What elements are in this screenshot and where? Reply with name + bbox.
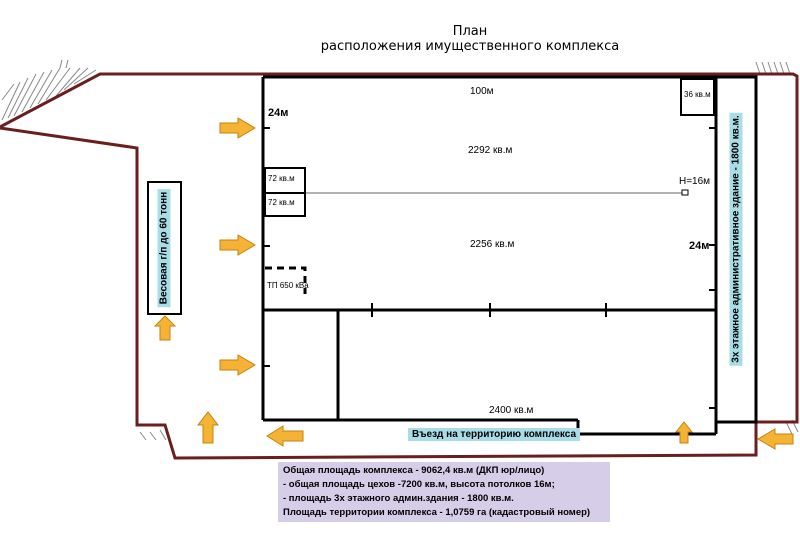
arrow-right-icon [219, 117, 256, 139]
neighbour-hatching [1, 59, 97, 121]
admin-building-label: 3х этажное административное здание - 180… [729, 112, 743, 366]
column-ticks [263, 127, 716, 409]
top-length-label: 100м [470, 86, 494, 97]
lower-hall-area: 2400 кв.м [489, 405, 534, 416]
summary-admin: - площадь 3х этажного админ.здания - 180… [283, 493, 514, 504]
corner-room-area: 36 кв.м [684, 90, 711, 99]
admin-building-outline [714, 75, 758, 424]
right-width-label: 24м [689, 240, 710, 252]
arrow-right-icon [219, 234, 256, 256]
arrow-right-icon [219, 354, 256, 376]
arrow-up-icon [196, 411, 220, 444]
summary-box: Общая площадь комплекса - 9062,4 кв.м (Д… [278, 462, 610, 522]
room-72b-area: 72 кв.м [268, 198, 295, 207]
arrow-up-icon [153, 315, 177, 341]
arrow-up-icon [674, 421, 694, 444]
room-72a-area: 72 кв.м [268, 174, 295, 183]
substation-outline [265, 266, 307, 294]
room-72b-outline [264, 192, 306, 217]
substation-label: ТП 650 кВа [267, 281, 309, 290]
left-width-label: 24м [268, 107, 289, 119]
ceiling-height-label: Н=16м [679, 176, 711, 187]
arrow-left-icon [757, 428, 794, 450]
weighbridge-label: Весовая г/п до 60 тонн [157, 188, 171, 308]
arrow-left-icon [266, 425, 304, 447]
upper-hall-area: 2292 кв.м [468, 145, 513, 156]
plan-title: План [452, 24, 488, 39]
site-boundary [0, 72, 799, 460]
plan-subtitle: расположения имущественного комплекса [320, 39, 620, 54]
summary-total-area: Общая площадь комплекса - 9062,4 кв.м (Д… [283, 465, 545, 476]
entrance-label: Въезд на территорию комплекса [408, 428, 581, 441]
main-building [261, 75, 755, 436]
divider-marker [681, 189, 689, 196]
summary-workshops: - общая площадь цехов -7200 кв.м, высота… [283, 479, 555, 490]
entry-arrows [153, 117, 794, 450]
neighbour-hatching-right [139, 61, 799, 441]
summary-territory: Площадь территории комплекса - 1,0759 га… [283, 507, 591, 518]
corner-room-outline [680, 78, 715, 116]
middle-hall-area: 2256 кв.м [470, 239, 515, 250]
